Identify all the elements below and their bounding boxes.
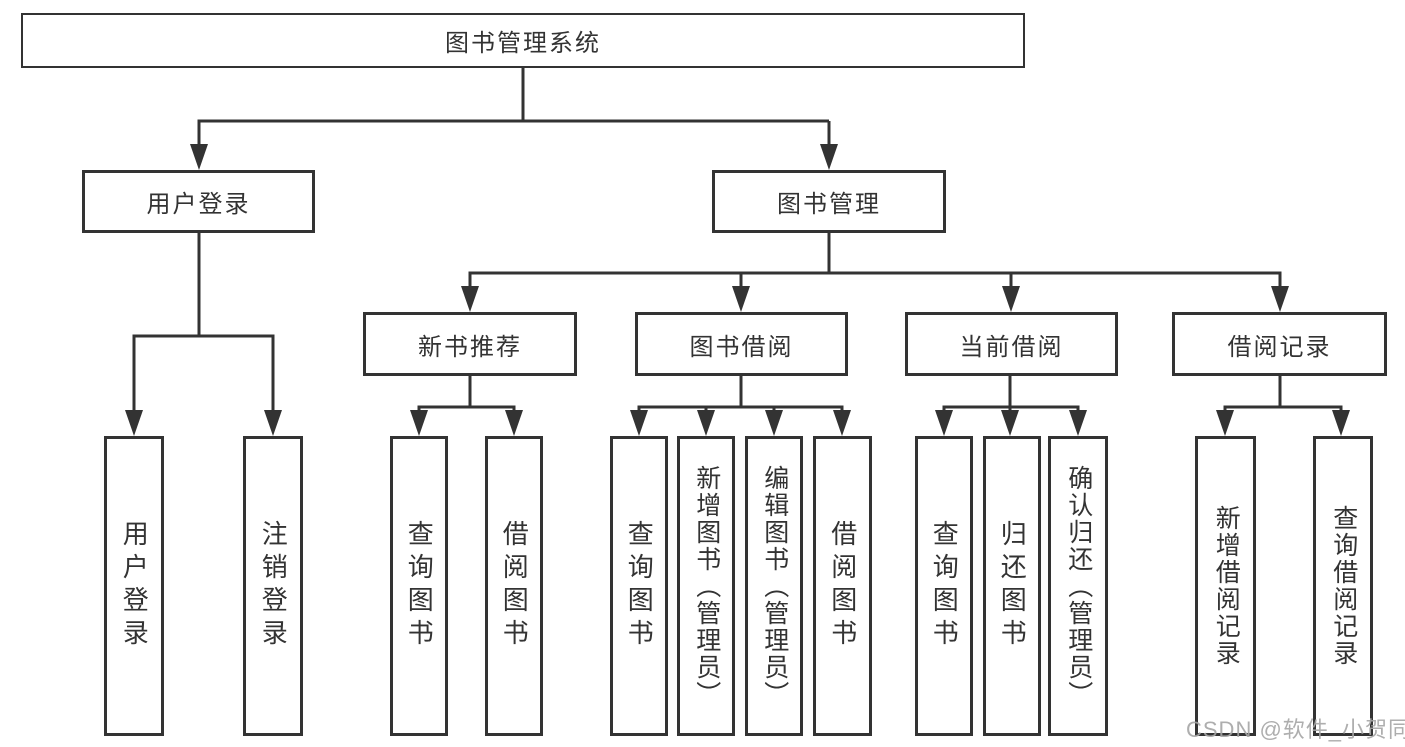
- leaf-label: 查询图书: [624, 520, 655, 652]
- node-label: 当前借阅: [959, 333, 1064, 361]
- leaf-query-books-current: 查询图书: [915, 436, 973, 736]
- node-label: 用户登录: [146, 191, 251, 218]
- node-book-borrowing: 图书借阅: [635, 312, 848, 376]
- leaf-edit-book-admin: 编辑图书（管理员）: [745, 436, 803, 736]
- node-label: 借阅记录: [1227, 333, 1332, 361]
- leaf-label: 新增借阅记录: [1212, 505, 1241, 667]
- leaf-label: 编辑图书（管理员）: [760, 464, 789, 708]
- node-label: 图书借阅: [689, 333, 794, 361]
- node-label: 新书推荐: [418, 333, 522, 361]
- leaf-label: 查询借阅记录: [1329, 505, 1358, 667]
- leaf-label: 用户登录: [119, 520, 150, 652]
- leaf-add-borrow-record: 新增借阅记录: [1195, 436, 1256, 736]
- leaf-confirm-return-admin: 确认归还（管理员）: [1048, 436, 1108, 736]
- arrowheads: [125, 144, 1350, 436]
- leaf-borrow-books-borrowing: 借阅图书: [813, 436, 872, 736]
- leaf-borrow-books-recommend: 借阅图书: [485, 436, 543, 736]
- leaf-label: 查询图书: [929, 520, 960, 652]
- leaf-label: 归还图书: [997, 520, 1028, 652]
- leaf-label: 查询图书: [404, 520, 435, 652]
- leaf-logout: 注销登录: [243, 436, 303, 736]
- leaf-label: 借阅图书: [827, 520, 858, 652]
- node-label: 图书管理系统: [445, 30, 601, 57]
- leaf-return-book: 归还图书: [983, 436, 1041, 736]
- leaf-label: 确认归还（管理员）: [1064, 464, 1093, 708]
- node-borrowing-records: 借阅记录: [1172, 312, 1387, 376]
- leaf-add-book-admin: 新增图书（管理员）: [677, 436, 735, 736]
- leaf-query-borrow-record: 查询借阅记录: [1313, 436, 1373, 736]
- leaf-user-login: 用户登录: [104, 436, 164, 736]
- csdn-watermark: CSDN @软件_小贺同学: [1186, 717, 1405, 742]
- node-book-management: 图书管理: [712, 170, 946, 233]
- leaf-label: 借阅图书: [499, 520, 530, 652]
- node-user-login: 用户登录: [82, 170, 315, 233]
- leaf-label: 新增图书（管理员）: [692, 464, 721, 708]
- node-library-management-system: 图书管理系统: [21, 13, 1025, 68]
- node-label: 图书管理: [777, 191, 881, 218]
- leaf-query-books-recommend: 查询图书: [390, 436, 448, 736]
- node-current-borrowing: 当前借阅: [905, 312, 1118, 376]
- leaf-label: 注销登录: [258, 520, 289, 652]
- leaf-query-books-borrowing: 查询图书: [610, 436, 668, 736]
- node-new-book-recommend: 新书推荐: [363, 312, 577, 376]
